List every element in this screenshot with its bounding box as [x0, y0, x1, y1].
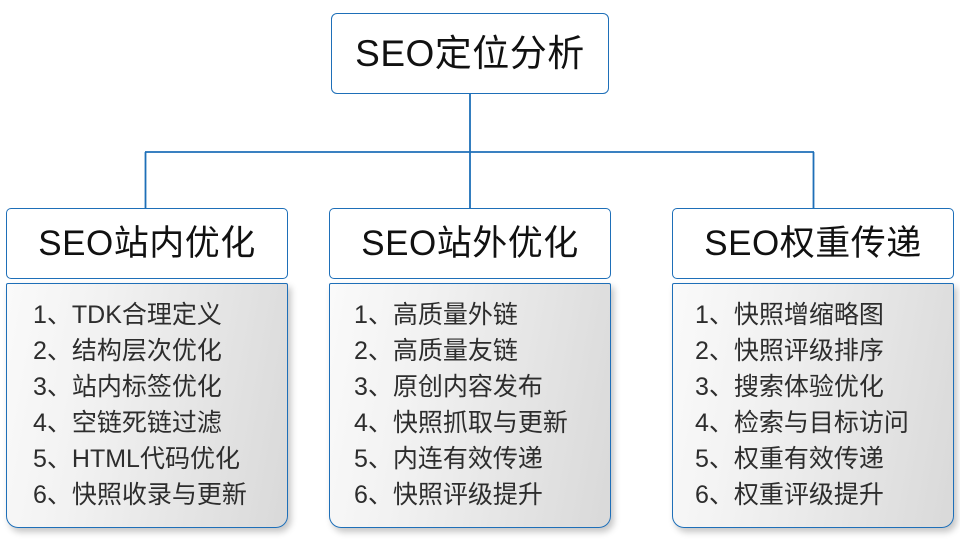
list-item: 1、高质量外链 [354, 301, 518, 329]
list-item: 2、高质量友链 [354, 337, 518, 365]
list-item: 3、站内标签优化 [33, 373, 222, 401]
list-item: 2、结构层次优化 [33, 337, 222, 365]
branch-column-2: SEO站外优化 1、高质量外链 2、高质量友链 3、原创内容发布 4、快照抓取与… [329, 208, 611, 528]
list-item: 6、快照评级提升 [354, 481, 543, 509]
list-item: 5、内连有效传递 [354, 445, 543, 473]
branch-item-list-1: 1、TDK合理定义 2、结构层次优化 3、站内标签优化 4、空链死链过滤 5、H… [7, 297, 287, 513]
branch-item-list-3: 1、快照增缩略图 2、快照评级排序 3、搜索体验优化 4、检索与目标访问 5、权… [673, 297, 953, 513]
branch-body-3: 1、快照增缩略图 2、快照评级排序 3、搜索体验优化 4、检索与目标访问 5、权… [672, 283, 954, 528]
branch-item-list-2: 1、高质量外链 2、高质量友链 3、原创内容发布 4、快照抓取与更新 5、内连有… [330, 297, 610, 513]
list-item: 4、快照抓取与更新 [354, 409, 568, 437]
branch-body-1: 1、TDK合理定义 2、结构层次优化 3、站内标签优化 4、空链死链过滤 5、H… [6, 283, 288, 528]
branch-column-1: SEO站内优化 1、TDK合理定义 2、结构层次优化 3、站内标签优化 4、空链… [6, 208, 288, 528]
list-item: 4、空链死链过滤 [33, 409, 222, 437]
branch-header-label-3: SEO权重传递 [704, 224, 922, 263]
branch-header-label-2: SEO站外优化 [361, 224, 579, 263]
root-node[interactable]: SEO定位分析 [331, 13, 609, 94]
branch-header-label-1: SEO站内优化 [38, 224, 256, 263]
list-item: 1、TDK合理定义 [33, 301, 222, 329]
branch-header-1[interactable]: SEO站内优化 [6, 208, 288, 279]
branch-column-3: SEO权重传递 1、快照增缩略图 2、快照评级排序 3、搜索体验优化 4、检索与… [672, 208, 954, 528]
list-item: 3、搜索体验优化 [695, 373, 884, 401]
list-item: 1、快照增缩略图 [695, 301, 884, 329]
branch-header-3[interactable]: SEO权重传递 [672, 208, 954, 279]
branch-body-2: 1、高质量外链 2、高质量友链 3、原创内容发布 4、快照抓取与更新 5、内连有… [329, 283, 611, 528]
list-item: 5、权重有效传递 [695, 445, 884, 473]
branch-header-2[interactable]: SEO站外优化 [329, 208, 611, 279]
list-item: 4、检索与目标访问 [695, 409, 909, 437]
list-item: 5、HTML代码优化 [33, 445, 240, 473]
list-item: 6、快照收录与更新 [33, 481, 247, 509]
root-node-label: SEO定位分析 [355, 33, 585, 74]
list-item: 2、快照评级排序 [695, 337, 884, 365]
list-item: 3、原创内容发布 [354, 373, 543, 401]
list-item: 6、权重评级提升 [695, 481, 884, 509]
